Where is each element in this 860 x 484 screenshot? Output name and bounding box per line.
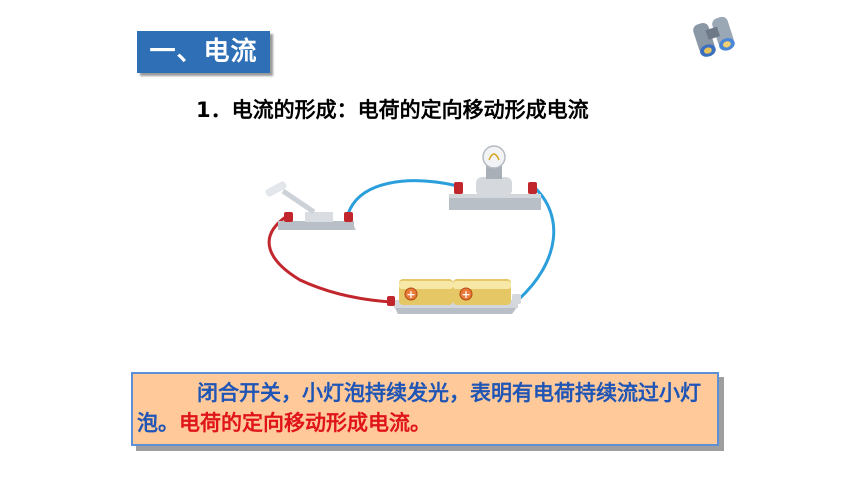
svg-text:+: + — [461, 288, 470, 301]
wire-battery-to-switch — [267, 214, 393, 304]
note-highlight-text: 电荷的定向移动形成电流。 — [179, 411, 431, 435]
note-box: 闭合开关，小灯泡持续发光，表明有电荷持续流过小灯泡。电荷的定向移动形成电流。 — [131, 372, 719, 446]
wire-switch-to-bulb — [346, 179, 459, 215]
note-plain-text: 闭合开关，小灯泡持续发光，表明有电荷持续流过小灯泡。 — [137, 381, 701, 435]
subtitle: 1．电流的形成：电荷的定向移动形成电流 — [196, 98, 589, 122]
svg-text:+: + — [406, 288, 415, 301]
section-title: 一、电流 — [137, 31, 270, 73]
binoculars-icon[interactable] — [690, 14, 738, 60]
switch — [265, 181, 356, 230]
battery-pack: + + — [387, 279, 521, 314]
bulb — [449, 145, 541, 210]
wire-bulb-to-battery — [516, 184, 556, 302]
note-text: 闭合开关，小灯泡持续发光，表明有电荷持续流过小灯泡。电荷的定向移动形成电流。 — [137, 378, 717, 438]
